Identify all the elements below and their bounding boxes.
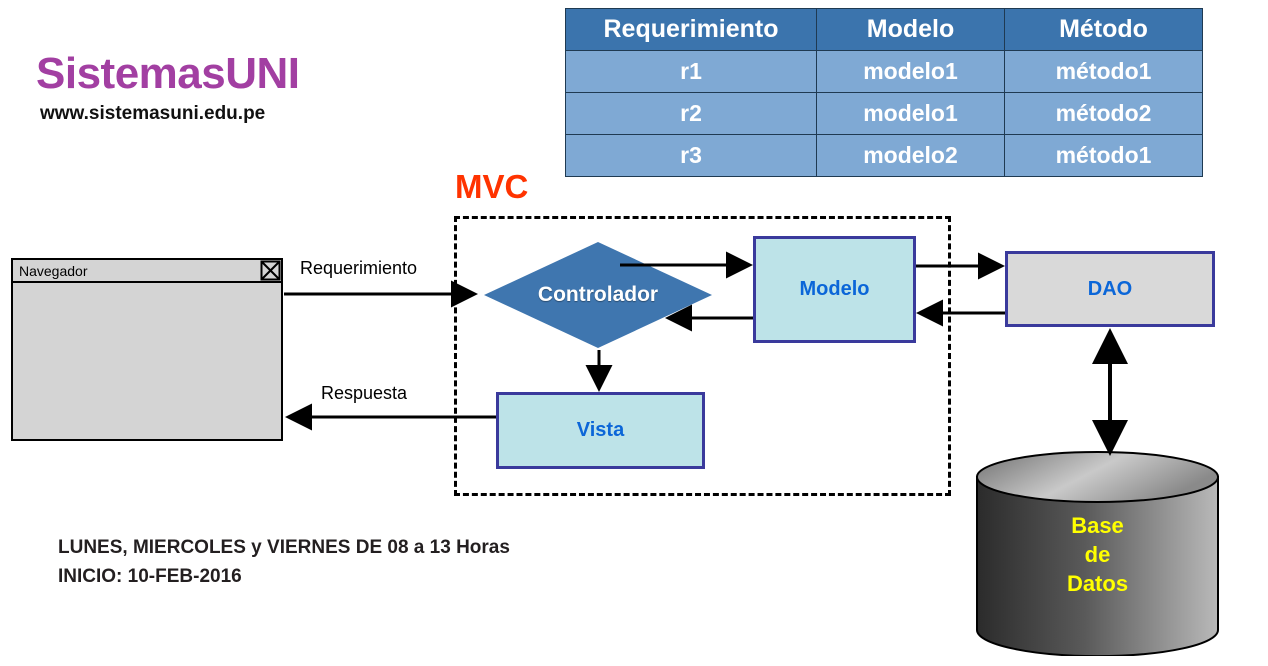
- modelo-node: Modelo: [753, 236, 916, 343]
- navegador-window: Navegador: [11, 258, 283, 441]
- navegador-title: Navegador: [19, 262, 88, 279]
- table-cell-modelo: modelo2: [816, 134, 1005, 177]
- database-node: Base de Datos: [975, 451, 1220, 658]
- edge-label-respuesta: Respuesta: [321, 383, 408, 403]
- controlador-label: Controlador: [537, 283, 659, 306]
- cylinder-shape: [976, 451, 1219, 658]
- navegador-viewport: [13, 283, 281, 439]
- table-header-row: Requerimiento Modelo Método: [565, 8, 1203, 51]
- diamond-shape: [484, 242, 712, 348]
- schedule-line-2: INICIO: 10-FEB-2016: [58, 565, 242, 587]
- table-header-metodo: Método: [1004, 8, 1203, 51]
- navegador-titlebar: Navegador: [13, 260, 281, 283]
- brand-title: SistemasUNI: [36, 49, 300, 98]
- controlador-node: Controlador: [482, 240, 714, 350]
- table-cell-requerimiento: r1: [565, 50, 817, 93]
- table-header-modelo: Modelo: [816, 8, 1005, 51]
- table-cell-modelo: modelo1: [816, 50, 1005, 93]
- table-header-requerimiento: Requerimiento: [565, 8, 817, 51]
- close-x-icon[interactable]: [260, 260, 281, 281]
- schedule-line-1: LUNES, MIERCOLES y VIERNES DE 08 a 13 Ho…: [58, 537, 510, 558]
- brand-url: www.sistemasuni.edu.pe: [40, 103, 266, 124]
- mvc-group-boundary: [454, 216, 951, 496]
- table-cell-requerimiento: r2: [565, 92, 817, 135]
- edge-label-requerimiento: Requerimiento: [300, 258, 418, 278]
- table-row: r3 modelo2 método1: [565, 134, 1203, 177]
- table-cell-metodo: método2: [1004, 92, 1203, 135]
- table-cell-modelo: modelo1: [816, 92, 1005, 135]
- vista-node: Vista: [496, 392, 705, 469]
- table-cell-requerimiento: r3: [565, 134, 817, 177]
- mvc-group-label: MVC: [455, 168, 529, 205]
- table-cell-metodo: método1: [1004, 50, 1203, 93]
- schedule-footer: LUNES, MIERCOLES y VIERNES DE 08 a 13 Ho…: [58, 534, 510, 592]
- dao-node: DAO: [1005, 251, 1215, 327]
- table-row: r1 modelo1 método1: [565, 50, 1203, 93]
- table-row: r2 modelo1 método2: [565, 92, 1203, 135]
- requirements-table: Requerimiento Modelo Método r1 modelo1 m…: [565, 8, 1203, 177]
- table-cell-metodo: método1: [1004, 134, 1203, 177]
